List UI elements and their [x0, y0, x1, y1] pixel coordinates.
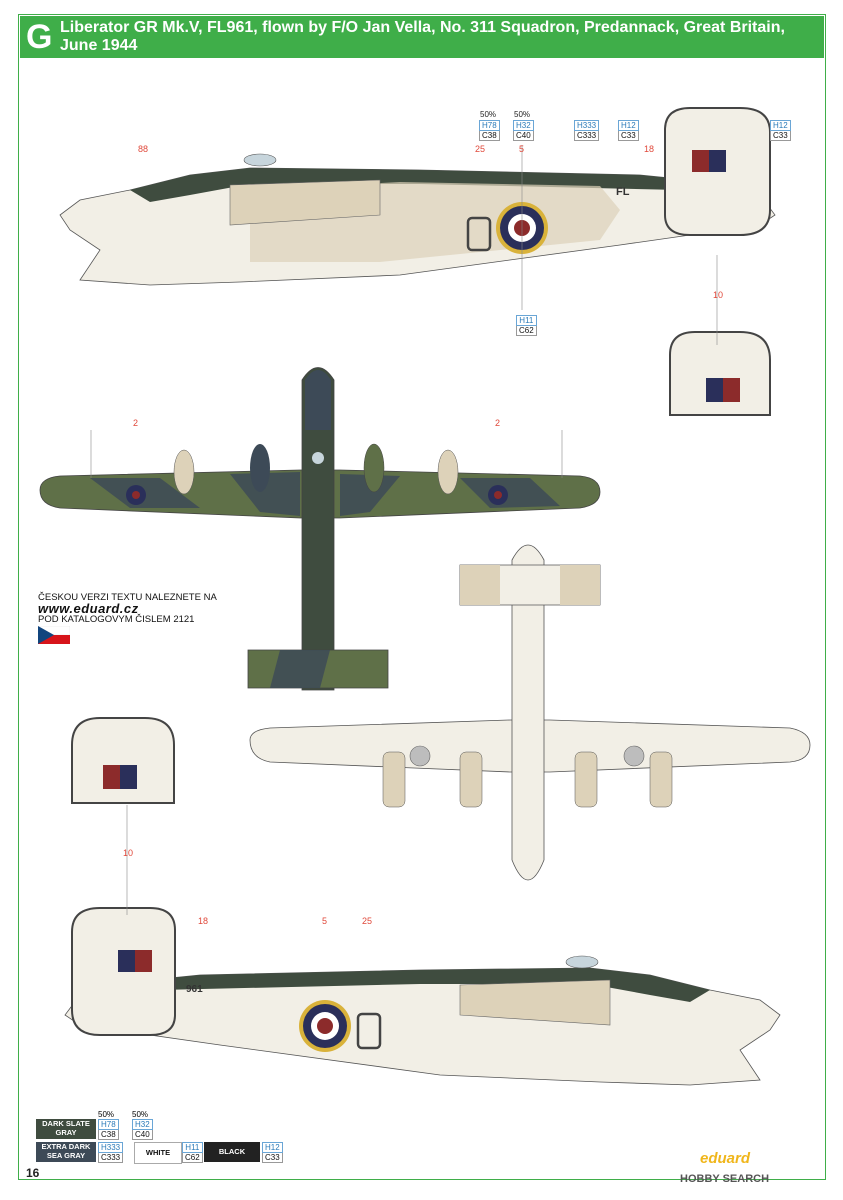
- czech-note: ČESKOU VERZI TEXTU NALEZNETE NA www.edua…: [38, 592, 217, 625]
- legend-dark-slate: DARK SLATE GRAY: [36, 1119, 96, 1139]
- profile-header: G Liberator GR Mk.V, FL961, flown by F/O…: [20, 16, 824, 58]
- marker-number: 25: [475, 144, 486, 154]
- leader-lines: [90, 145, 718, 915]
- page-frame: [18, 14, 826, 1180]
- top-view: [39, 367, 601, 691]
- marker-number: 25: [362, 916, 373, 926]
- code-letters: FL: [616, 186, 630, 198]
- fin-detail-top: [669, 331, 771, 416]
- legend-white: WHITE: [134, 1142, 182, 1164]
- marker-number: 2: [133, 418, 139, 428]
- legend-black: BLACK: [204, 1142, 260, 1162]
- marker-number: 5: [322, 916, 328, 926]
- bottom-view: [249, 544, 811, 881]
- profile-letter: G: [26, 18, 53, 56]
- legend-extra-dark-sea-gray: EXTRA DARK SEA GRAY: [36, 1142, 96, 1162]
- marker-number: 88: [138, 144, 149, 154]
- profile-title: Liberator GR Mk.V, FL961, flown by F/O J…: [60, 19, 785, 54]
- fin-detail-left: [71, 717, 175, 804]
- marker-number: 10: [123, 848, 134, 858]
- marker-number: 18: [644, 144, 655, 154]
- side-profile-bottom: [64, 907, 781, 1086]
- marker-number: 10: [713, 290, 724, 300]
- pct-label: 50%: [514, 110, 531, 119]
- marker-number: 5: [519, 144, 525, 154]
- brand-logo: eduard: [700, 1150, 751, 1167]
- page-number: 16: [26, 1166, 40, 1180]
- czech-flag-icon: [38, 626, 70, 644]
- side-profile-top: [59, 107, 776, 286]
- marker-number: 2: [495, 418, 501, 428]
- pct-label: 50%: [480, 110, 497, 119]
- serial-number: 961: [186, 984, 203, 995]
- watermark: HOBBY SEARCH: [680, 1173, 770, 1185]
- marker-number: 18: [198, 916, 209, 926]
